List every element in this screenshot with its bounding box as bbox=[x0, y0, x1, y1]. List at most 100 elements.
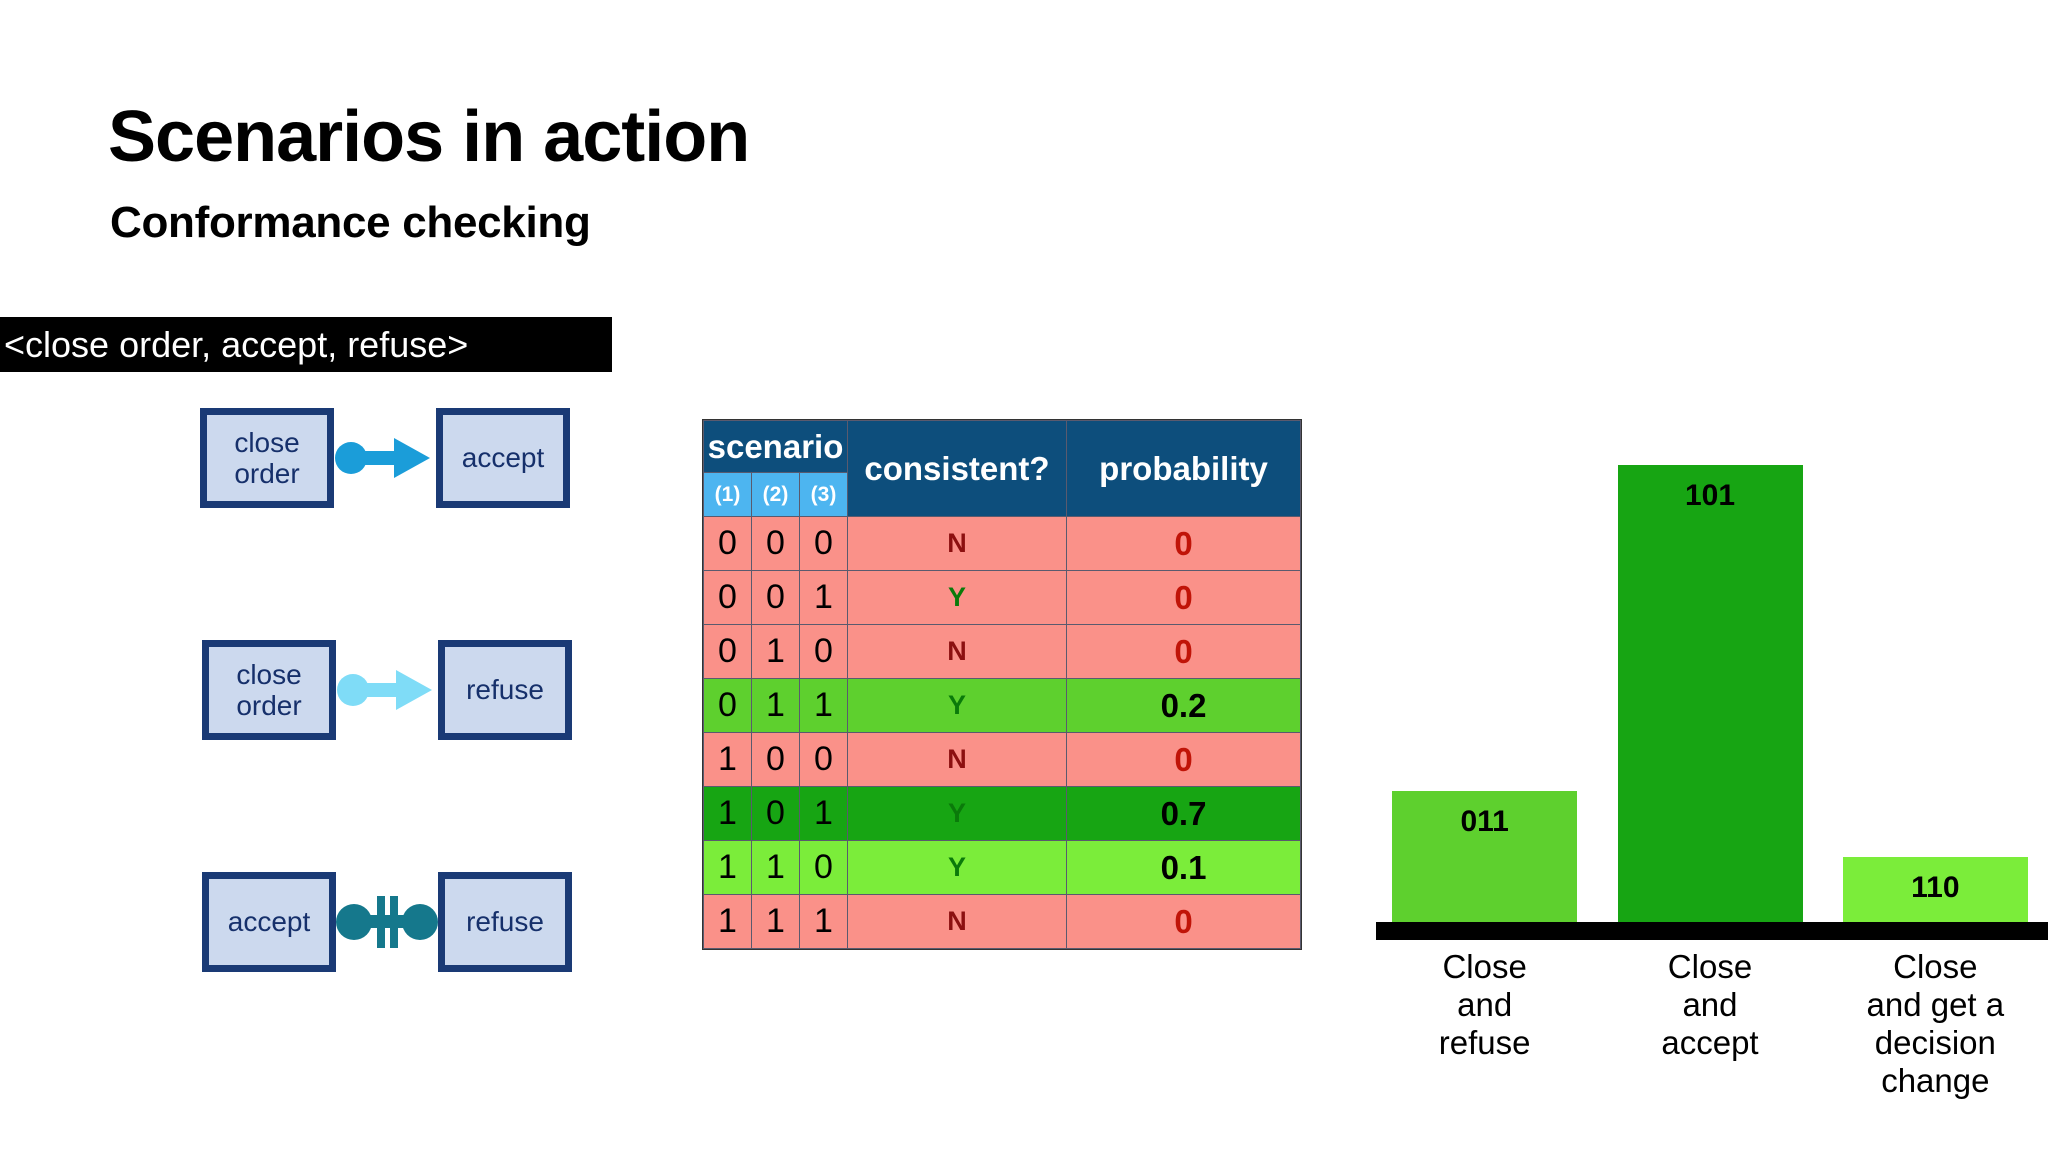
cell-probability: 0.1 bbox=[1066, 840, 1301, 895]
cell-scenario-bit-3: 1 bbox=[799, 678, 848, 733]
cell-scenario-bit-2: 1 bbox=[751, 840, 800, 895]
cell-consistent: N bbox=[847, 732, 1067, 787]
cell-scenario-bit-1: 1 bbox=[703, 732, 752, 787]
response-arrow-icon bbox=[336, 640, 438, 740]
bar-value-label: 011 bbox=[1460, 805, 1509, 838]
scenario-table: scenario consistent? probability (1) (2)… bbox=[703, 420, 1301, 949]
node-refuse[interactable]: refuse bbox=[438, 640, 572, 740]
trace-banner: <close order, accept, refuse> bbox=[0, 317, 612, 372]
trace-label: <close order, accept, refuse> bbox=[4, 323, 469, 365]
node-label: refuse bbox=[466, 674, 544, 706]
x-axis-label-line: refuse bbox=[1438, 1023, 1531, 1061]
table-header-row-1: scenario consistent? probability bbox=[703, 420, 1301, 517]
cell-probability: 0 bbox=[1066, 516, 1301, 571]
x-axis-label-line: Close bbox=[1893, 948, 1978, 985]
cell-consistent: Y bbox=[847, 570, 1067, 625]
x-axis-label-line: change bbox=[1881, 1061, 1990, 1099]
cell-scenario-bit-3: 1 bbox=[799, 786, 848, 841]
cell-scenario-bit-3: 0 bbox=[799, 732, 848, 787]
table-header-row-2: (1) (2) (3) bbox=[703, 472, 1301, 517]
bar-011[interactable]: 011 bbox=[1392, 791, 1578, 922]
cell-scenario-bit-1: 0 bbox=[703, 624, 752, 679]
header-probability: probability bbox=[1066, 420, 1301, 517]
node-label-line1: close bbox=[236, 658, 302, 690]
x-axis-label-line: Close bbox=[1442, 948, 1527, 985]
cell-scenario-bit-2: 1 bbox=[751, 624, 800, 679]
cell-scenario-bit-3: 1 bbox=[799, 570, 848, 625]
declare-diagram-response-refuse: close order refuse bbox=[202, 640, 572, 740]
bar-value-label: 101 bbox=[1684, 479, 1736, 512]
cell-consistent: Y bbox=[847, 678, 1067, 733]
cell-consistent: N bbox=[847, 624, 1067, 679]
cell-consistent: Y bbox=[847, 786, 1067, 841]
cell-scenario-bit-2: 0 bbox=[751, 732, 800, 787]
node-label-line2: order bbox=[234, 458, 300, 489]
cell-scenario-bit-1: 0 bbox=[703, 570, 752, 625]
header-scenario: scenario bbox=[703, 420, 848, 473]
x-axis-label-line: and bbox=[1457, 985, 1513, 1023]
node-label: accept bbox=[227, 906, 311, 938]
node-label-line2: order bbox=[236, 690, 302, 721]
cell-probability: 0 bbox=[1066, 570, 1301, 625]
chart-baseline bbox=[1376, 922, 2048, 940]
node-label: accept bbox=[461, 442, 545, 474]
header-scenario-3: (3) bbox=[799, 472, 848, 517]
cell-consistent: N bbox=[847, 516, 1067, 571]
cell-scenario-bit-3: 1 bbox=[799, 894, 848, 949]
x-axis-label-line: decision bbox=[1874, 1023, 1996, 1061]
node-close-order[interactable]: close order bbox=[202, 640, 336, 740]
non-coexistence-icon bbox=[336, 872, 438, 972]
cell-scenario-bit-3: 0 bbox=[799, 624, 848, 679]
cell-scenario-bit-1: 0 bbox=[703, 678, 752, 733]
x-axis-label-line: and get a bbox=[1866, 985, 2005, 1023]
node-label: refuse bbox=[466, 906, 544, 938]
cell-consistent: N bbox=[847, 894, 1067, 949]
x-axis-label-line: Close bbox=[1667, 948, 1753, 985]
cell-scenario-bit-1: 1 bbox=[703, 840, 752, 895]
cell-probability: 0.7 bbox=[1066, 786, 1301, 841]
cell-scenario-bit-1: 0 bbox=[703, 516, 752, 571]
page-subtitle: Conformance checking bbox=[110, 198, 591, 247]
bar-101[interactable]: 101 bbox=[1617, 465, 1803, 922]
cell-scenario-bit-1: 1 bbox=[703, 894, 752, 949]
cell-consistent: Y bbox=[847, 840, 1067, 895]
node-refuse[interactable]: refuse bbox=[438, 872, 572, 972]
bar-110[interactable]: 110 bbox=[1842, 857, 2028, 922]
cell-probability: 0 bbox=[1066, 624, 1301, 679]
header-scenario-1: (1) bbox=[703, 472, 752, 517]
page-title: Scenarios in action bbox=[108, 97, 750, 177]
node-accept[interactable]: accept bbox=[436, 408, 570, 508]
x-axis-label-line: accept bbox=[1661, 1023, 1759, 1061]
cell-scenario-bit-1: 1 bbox=[703, 786, 752, 841]
cell-scenario-bit-3: 0 bbox=[799, 840, 848, 895]
declare-diagram-non-coexistence: accept refuse bbox=[202, 872, 572, 972]
node-label-line1: close bbox=[234, 426, 300, 458]
cell-scenario-bit-2: 1 bbox=[751, 894, 800, 949]
cell-scenario-bit-2: 1 bbox=[751, 678, 800, 733]
cell-scenario-bit-3: 0 bbox=[799, 516, 848, 571]
node-accept[interactable]: accept bbox=[202, 872, 336, 972]
cell-scenario-bit-2: 0 bbox=[751, 570, 800, 625]
chart-bars: 011 101 110 bbox=[1372, 432, 2048, 922]
cell-scenario-bit-2: 0 bbox=[751, 516, 800, 571]
cell-probability: 0.2 bbox=[1066, 678, 1301, 733]
node-close-order[interactable]: close order bbox=[200, 408, 334, 508]
x-axis-label-line: and bbox=[1682, 985, 1738, 1023]
cell-scenario-bit-2: 0 bbox=[751, 786, 800, 841]
header-scenario-2: (2) bbox=[751, 472, 800, 517]
response-arrow-icon bbox=[334, 408, 436, 508]
